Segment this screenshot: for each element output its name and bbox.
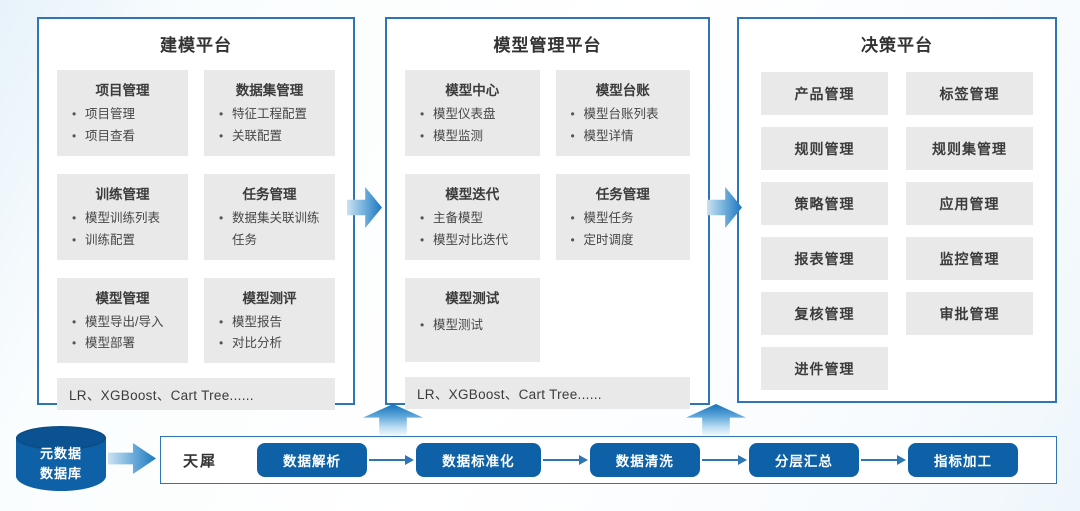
block-application-entry-mgmt: 进件管理 bbox=[761, 347, 888, 390]
card-item: 特征工程配置 bbox=[212, 104, 327, 126]
pipeline-connector bbox=[542, 455, 588, 465]
decision-button-grid: 产品管理 标签管理 规则管理 规则集管理 策略管理 应用管理 报表管理 监控管理… bbox=[761, 72, 1033, 390]
arrowhead-right-icon bbox=[578, 455, 588, 465]
card-model-testing: 模型测试 模型测试 bbox=[405, 277, 540, 362]
card-item: 模型训练列表 bbox=[65, 208, 180, 230]
arrow-right-icon bbox=[108, 443, 156, 474]
block-strategy-mgmt: 策略管理 bbox=[761, 182, 888, 225]
card-task-mgmt: 任务管理 模型任务 定时调度 bbox=[555, 173, 690, 260]
card-dataset-mgmt: 数据集管理 特征工程配置 关联配置 bbox=[204, 70, 335, 156]
card-model-iteration: 模型迭代 主备模型 模型对比迭代 bbox=[405, 173, 540, 260]
block-rule-mgmt: 规则管理 bbox=[761, 127, 888, 170]
card-item: 关联配置 bbox=[212, 126, 327, 148]
block-product-mgmt: 产品管理 bbox=[761, 72, 888, 115]
card-title: 模型迭代 bbox=[445, 186, 500, 202]
card-title: 模型台账 bbox=[595, 83, 650, 98]
card-item: 模型对比迭代 bbox=[413, 230, 532, 252]
database-cylinder-top bbox=[16, 426, 106, 450]
card-item: 主备模型 bbox=[413, 208, 532, 230]
algorithms-bar: LR、XGBoost、Cart Tree...... bbox=[405, 376, 690, 409]
database-label: 元数据 数据库 bbox=[16, 444, 106, 484]
card-task-mgmt: 任务管理 数据集关联训练任务 bbox=[204, 173, 335, 260]
panel-modeling-platform: 建模平台 项目管理 项目管理 项目查看 数据集管理 特征工程配置 关联配置 训练… bbox=[37, 17, 355, 411]
block-label-mgmt: 标签管理 bbox=[906, 72, 1033, 115]
arrowhead-right-icon bbox=[737, 455, 747, 465]
card-model-center: 模型中心 模型仪表盘 模型监测 bbox=[405, 70, 540, 156]
metadata-database-cylinder: 元数据 数据库 bbox=[16, 426, 106, 494]
card-title: 模型测试 bbox=[445, 290, 500, 306]
grid-spacer bbox=[906, 347, 1033, 390]
model-mgmt-card-grid: 模型中心 模型仪表盘 模型监测 模型台账 模型台账列表 模型详情 模型迭代 主备… bbox=[405, 70, 690, 362]
card-item: 项目管理 bbox=[65, 104, 180, 126]
connector-line bbox=[701, 459, 738, 461]
card-item: 模型台账列表 bbox=[564, 104, 683, 126]
card-training-mgmt: 训练管理 模型训练列表 训练配置 bbox=[57, 173, 188, 260]
card-title: 任务管理 bbox=[242, 186, 297, 202]
pipeline-connector bbox=[860, 455, 907, 465]
arrow-up-icon bbox=[363, 404, 423, 435]
card-item: 训练配置 bbox=[65, 230, 180, 252]
block-monitoring-mgmt: 监控管理 bbox=[906, 237, 1033, 280]
grid-spacer bbox=[556, 278, 691, 362]
card-title: 训练管理 bbox=[95, 186, 150, 202]
block-ruleset-mgmt: 规则集管理 bbox=[906, 127, 1033, 170]
connector-line bbox=[369, 459, 406, 461]
panel-decision-platform: 决策平台 产品管理 标签管理 规则管理 规则集管理 策略管理 应用管理 报表管理… bbox=[737, 17, 1057, 403]
card-item: 模型导出/导入 bbox=[65, 312, 180, 334]
card-item: 模型详情 bbox=[564, 126, 683, 148]
panel-title-modeling: 建模平台 bbox=[160, 36, 232, 55]
card-model-evaluation: 模型测评 模型报告 对比分析 bbox=[204, 277, 335, 364]
card-title: 模型管理 bbox=[95, 290, 150, 306]
card-item: 对比分析 bbox=[212, 333, 327, 355]
arrow-up-icon bbox=[686, 404, 746, 435]
block-report-mgmt: 报表管理 bbox=[761, 237, 888, 280]
panel-model-management-platform: 模型管理平台 模型中心 模型仪表盘 模型监测 模型台账 模型台账列表 模型详情 … bbox=[385, 17, 710, 409]
database-label-line1: 元数据 bbox=[39, 446, 82, 461]
block-review-mgmt: 复核管理 bbox=[761, 292, 888, 335]
card-project-mgmt: 项目管理 项目管理 项目查看 bbox=[57, 70, 188, 156]
step-data-cleaning: 数据清洗 bbox=[589, 443, 700, 477]
card-item: 模型任务 bbox=[564, 208, 683, 230]
card-model-ledger: 模型台账 模型台账列表 模型详情 bbox=[555, 70, 690, 156]
block-application-mgmt: 应用管理 bbox=[906, 182, 1033, 225]
card-title: 模型中心 bbox=[445, 83, 500, 98]
algorithms-bar: LR、XGBoost、Cart Tree...... bbox=[57, 378, 335, 411]
card-title: 模型测评 bbox=[242, 290, 297, 306]
card-item: 定时调度 bbox=[564, 230, 683, 252]
card-item: 模型监测 bbox=[413, 126, 532, 148]
panel-title-model-management: 模型管理平台 bbox=[493, 36, 602, 55]
card-title: 任务管理 bbox=[595, 186, 650, 202]
database-label-line2: 数据库 bbox=[39, 466, 82, 482]
card-title: 项目管理 bbox=[95, 83, 150, 98]
card-item: 项目查看 bbox=[65, 126, 180, 148]
modeling-card-grid: 项目管理 项目管理 项目查看 数据集管理 特征工程配置 关联配置 训练管理 模型… bbox=[57, 70, 335, 364]
connector-line bbox=[860, 459, 898, 461]
arrowhead-right-icon bbox=[405, 455, 415, 465]
pipeline-connector bbox=[701, 455, 747, 465]
card-item: 模型报告 bbox=[212, 312, 327, 334]
card-title: 数据集管理 bbox=[235, 83, 304, 98]
card-item: 模型部署 bbox=[65, 333, 180, 355]
card-item: 模型仪表盘 bbox=[413, 104, 532, 126]
arrowhead-right-icon bbox=[897, 455, 907, 465]
step-data-standardization: 数据标准化 bbox=[416, 443, 541, 477]
block-approval-mgmt: 审批管理 bbox=[906, 292, 1033, 335]
panel-title-decision: 决策平台 bbox=[861, 36, 933, 55]
connector-line bbox=[542, 459, 579, 461]
step-indicator-processing: 指标加工 bbox=[908, 443, 1019, 477]
pipeline-vendor-label: 天犀 bbox=[183, 452, 218, 470]
step-data-parsing: 数据解析 bbox=[257, 443, 368, 477]
card-model-mgmt: 模型管理 模型导出/导入 模型部署 bbox=[57, 277, 188, 364]
step-layered-aggregation: 分层汇总 bbox=[748, 443, 859, 477]
pipeline-connector bbox=[369, 455, 415, 465]
data-pipeline-box: 天犀 数据解析 数据标准化 数据清洗 分层汇总 指标加工 bbox=[160, 436, 1057, 484]
card-item: 数据集关联训练任务 bbox=[212, 208, 327, 252]
card-item: 模型测试 bbox=[413, 315, 532, 337]
